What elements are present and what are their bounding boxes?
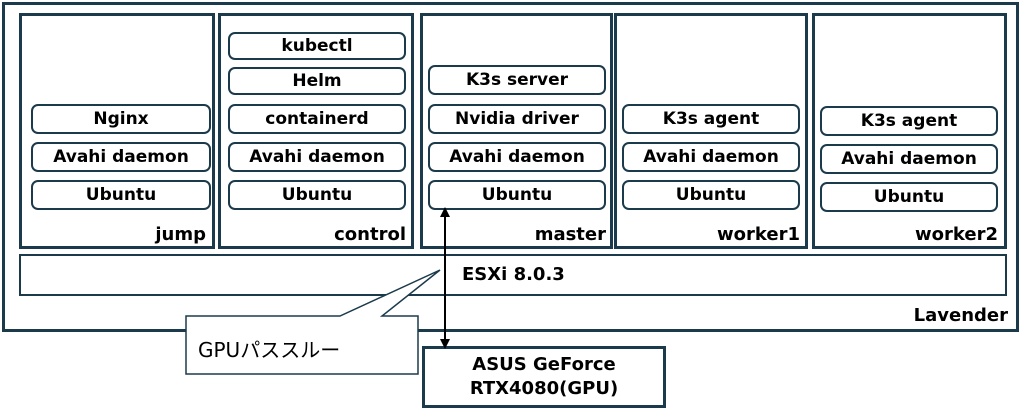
- hypervisor-label: ESXi 8.0.3: [462, 264, 565, 285]
- vm-label-worker2: worker2: [915, 224, 998, 245]
- service-box: Avahi daemon: [428, 142, 606, 172]
- service-box: containerd: [228, 104, 406, 134]
- service-box: Avahi daemon: [228, 142, 406, 172]
- host-frame: [2, 2, 1019, 332]
- service-box: Avahi daemon: [31, 142, 211, 172]
- service-box: Ubuntu: [31, 180, 211, 210]
- service-box: Nvidia driver: [428, 104, 606, 134]
- gpu-box: ASUS GeForce RTX4080(GPU): [422, 346, 666, 408]
- service-box: kubectl: [228, 32, 406, 60]
- service-box: K3s agent: [622, 104, 800, 134]
- service-box: Helm: [228, 67, 406, 95]
- host-label: Lavender: [913, 305, 1008, 326]
- gpu-name-line1: ASUS GeForce: [472, 354, 616, 375]
- hypervisor-bar: [19, 254, 1007, 296]
- service-box: Avahi daemon: [820, 144, 998, 174]
- service-box: Ubuntu: [428, 180, 606, 210]
- callout-label: GPUパススルー: [198, 338, 341, 362]
- service-box: Avahi daemon: [622, 142, 800, 172]
- vm-label-worker1: worker1: [717, 224, 800, 245]
- service-box: Ubuntu: [820, 182, 998, 212]
- vm-label-control: control: [334, 224, 406, 245]
- service-box: K3s server: [428, 65, 606, 95]
- gpu-name-line2: RTX4080(GPU): [469, 378, 619, 399]
- service-box: Ubuntu: [622, 180, 800, 210]
- vm-label-master: master: [534, 224, 606, 245]
- vm-label-jump: jump: [155, 224, 206, 245]
- service-box: Ubuntu: [228, 180, 406, 210]
- service-box: K3s agent: [820, 106, 998, 136]
- service-box: Nginx: [31, 104, 211, 134]
- callout-shape: [185, 269, 441, 375]
